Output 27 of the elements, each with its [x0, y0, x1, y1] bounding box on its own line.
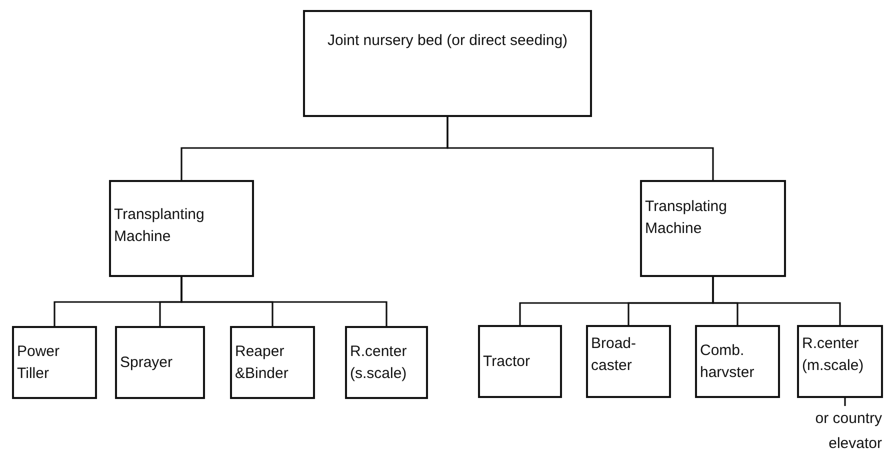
- process-box: [230, 326, 315, 399]
- process-box: [640, 180, 786, 277]
- node-label: R.center (s.scale): [350, 342, 408, 384]
- node-label: Broad- caster: [591, 334, 638, 376]
- node-label: Transplating Machine: [645, 197, 728, 239]
- node-label: Comb. harvster: [700, 340, 756, 382]
- annotation-text: or country elevator: [814, 408, 882, 454]
- node-label: Tractor: [483, 352, 531, 372]
- process-box: [109, 180, 254, 277]
- connector-line: [712, 277, 841, 325]
- node-label: Sprayer: [120, 352, 174, 373]
- node-label: R.center (m.scale): [802, 334, 865, 376]
- process-box: [695, 325, 780, 398]
- process-box: [115, 326, 205, 399]
- process-box: [797, 325, 883, 398]
- connector-line: [844, 398, 846, 406]
- process-box: [12, 326, 97, 399]
- process-box: [586, 325, 671, 398]
- process-box: [303, 10, 592, 117]
- node-label: Power Tiller: [17, 342, 61, 384]
- node-label: Joint nursery bed (or direct seeding): [326, 31, 569, 51]
- process-box: [478, 325, 562, 398]
- process-box: [345, 326, 428, 399]
- connector-line: [180, 277, 388, 326]
- node-label: Transplanting Machine: [114, 205, 206, 247]
- connector-line: [446, 117, 714, 180]
- node-label: Reaper &Binder: [235, 342, 290, 384]
